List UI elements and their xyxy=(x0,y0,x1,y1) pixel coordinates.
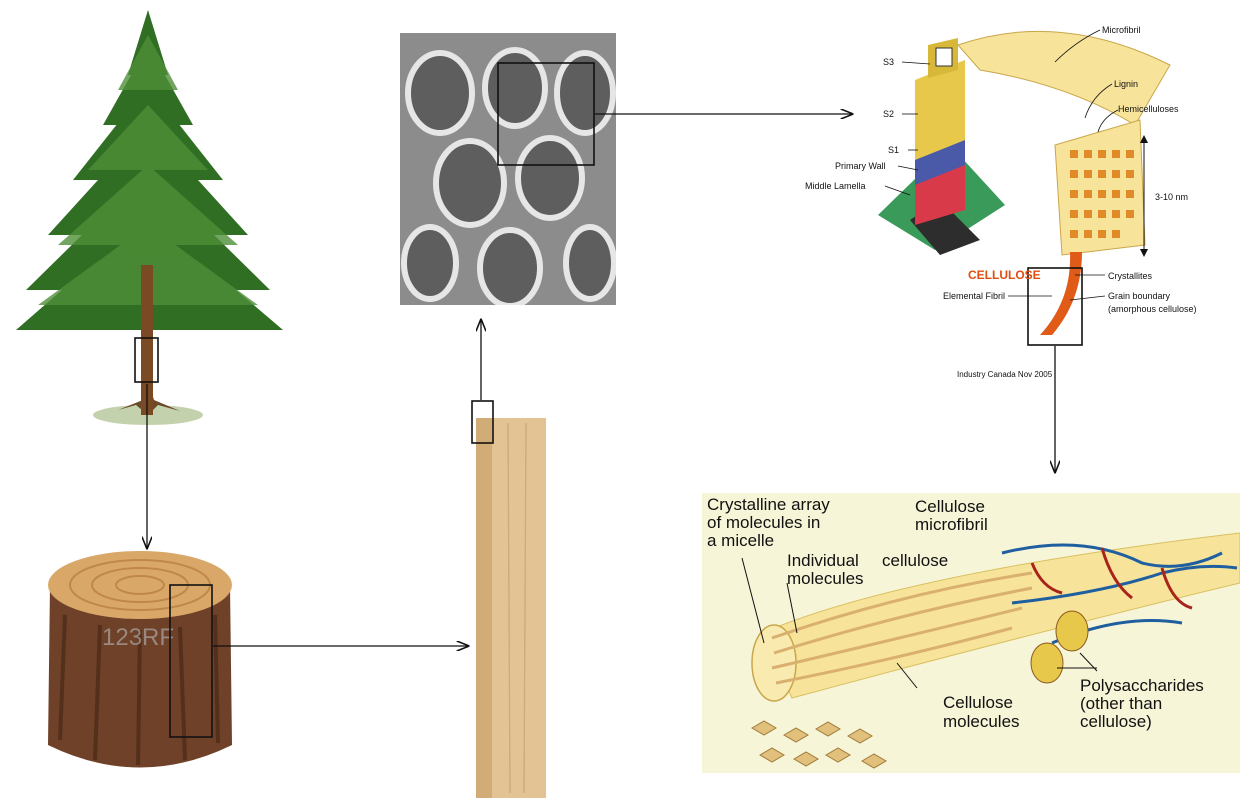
label-s1: S1 xyxy=(888,145,899,155)
log-stump-illustration: 123RF xyxy=(40,545,240,780)
label-crystalline-array-1: Crystalline array xyxy=(707,495,830,514)
label-s2: S2 xyxy=(883,109,894,119)
label-polysaccharides-1: Polysaccharides xyxy=(1080,676,1204,695)
sem-micrograph-panel xyxy=(400,33,616,305)
label-grain-boundary: Grain boundary xyxy=(1108,291,1171,301)
label-polysaccharides-2: (other than xyxy=(1080,694,1162,713)
label-cellulose-microfibril-2: microfibril xyxy=(915,515,988,534)
tree-panel xyxy=(8,5,296,430)
stump-panel: 123RF xyxy=(40,545,240,780)
label-microfibril: Microfibril xyxy=(1102,25,1141,35)
cellulose-molecule-panel: Crystalline array of molecules in a mice… xyxy=(702,493,1240,773)
plank-panel xyxy=(468,398,548,798)
stump-watermark: 123RF xyxy=(102,624,174,651)
cell-wall-structure-panel: S3 S2 S1 Primary Wall Middle Lamella Mic… xyxy=(800,0,1200,395)
label-s3: S3 xyxy=(883,57,894,67)
label-cellulose: cellulose xyxy=(882,551,948,570)
label-crystalline-array-2: of molecules in xyxy=(707,513,820,532)
label-elemental-fibril: Elemental Fibril xyxy=(943,291,1005,301)
label-cellulose-heading: CELLULOSE xyxy=(968,268,1041,282)
label-grain-boundary-note: (amorphous cellulose) xyxy=(1108,304,1197,314)
label-lignin: Lignin xyxy=(1114,79,1138,89)
label-cellulose-molecules-1: Cellulose xyxy=(943,693,1013,712)
image-credit: Industry Canada Nov 2005 xyxy=(957,370,1053,379)
label-primary-wall: Primary Wall xyxy=(835,161,886,171)
label-size: 3-10 nm xyxy=(1155,192,1188,202)
cellulose-molecule-diagram: Crystalline array of molecules in a mice… xyxy=(702,493,1240,773)
label-crystallites: Crystallites xyxy=(1108,271,1153,281)
label-crystalline-array-3: a micelle xyxy=(707,531,774,550)
label-individual-molecules-1: Individual xyxy=(787,551,859,570)
cell-wall-diagram: S3 S2 S1 Primary Wall Middle Lamella Mic… xyxy=(800,0,1200,395)
wood-plank-illustration xyxy=(468,398,548,798)
label-cellulose-microfibril-1: Cellulose xyxy=(915,497,985,516)
label-hemicelluloses: Hemicelluloses xyxy=(1118,104,1179,114)
label-middle-lamella: Middle Lamella xyxy=(805,181,866,191)
sem-cell-image xyxy=(400,33,616,305)
pine-tree-illustration xyxy=(8,5,296,430)
label-polysaccharides-3: cellulose) xyxy=(1080,712,1152,731)
label-cellulose-molecules-2: molecules xyxy=(943,712,1020,731)
label-individual-molecules-2: molecules xyxy=(787,569,864,588)
